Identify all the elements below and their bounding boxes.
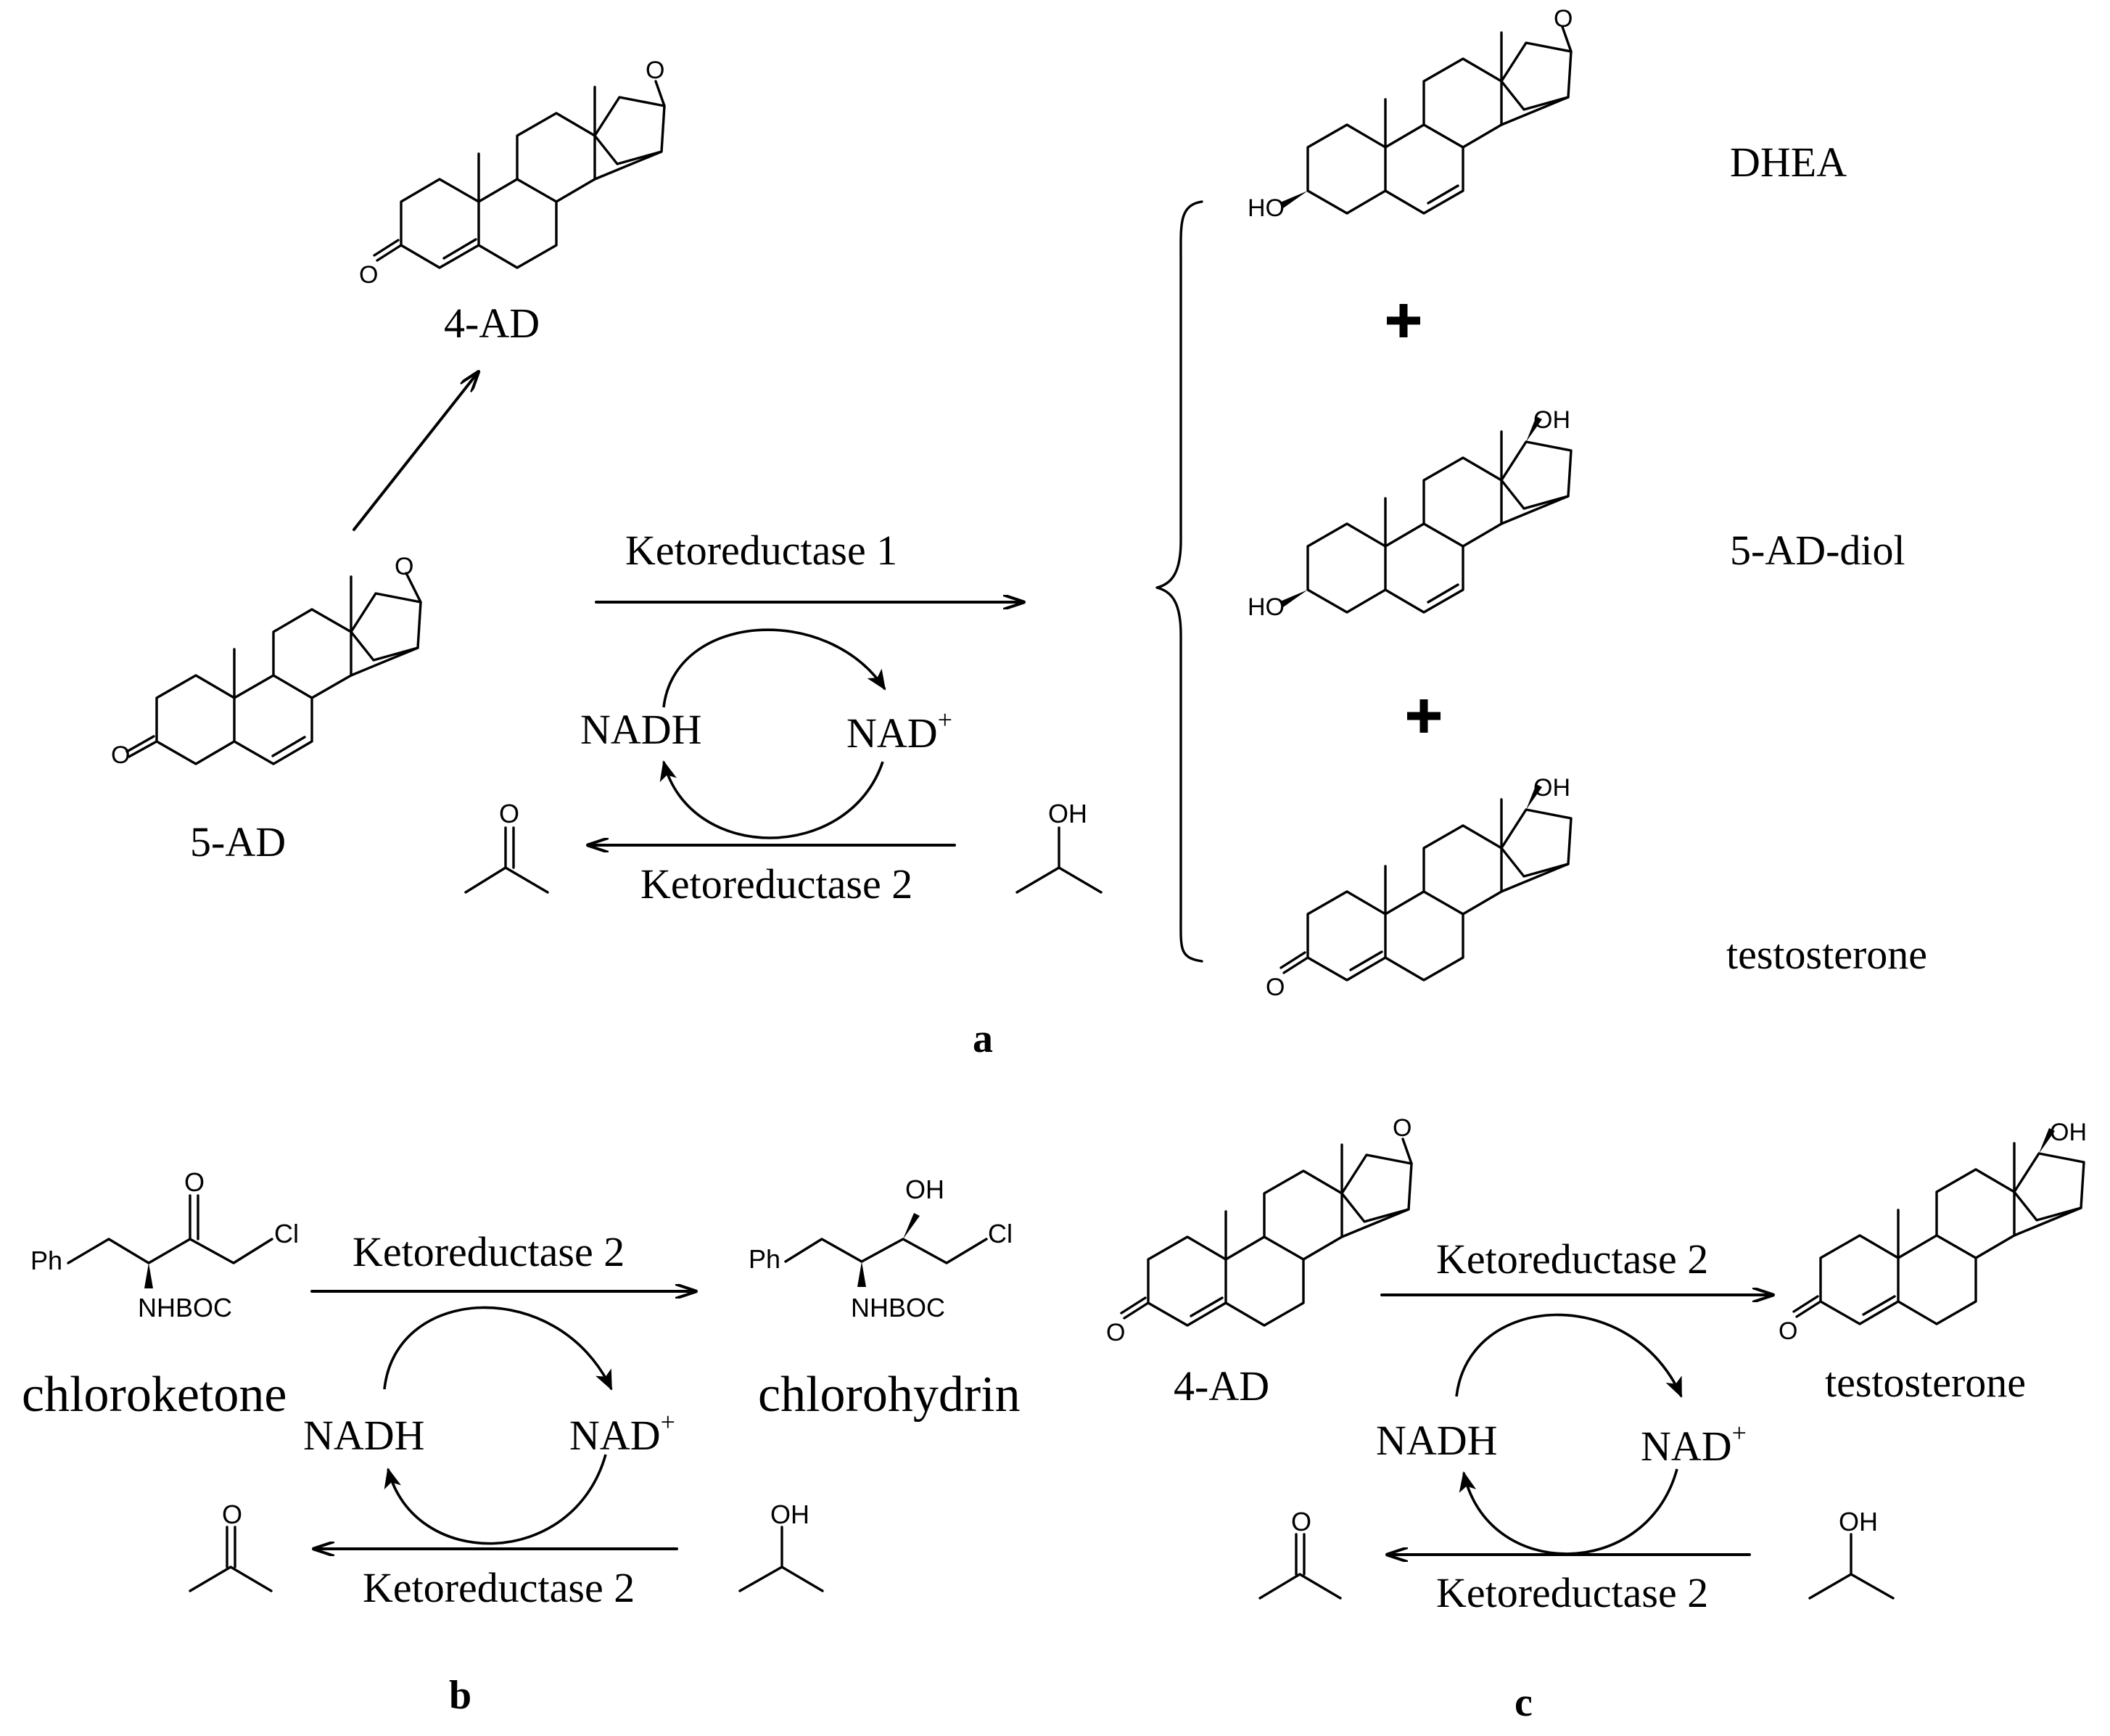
hydroxyl-label: OH bbox=[1839, 1507, 1878, 1537]
structure-4-ad: O O bbox=[359, 57, 666, 289]
cofactor-oxidation-curve bbox=[1455, 1313, 1683, 1398]
structure-dhea: HO O bbox=[1248, 5, 1573, 222]
compound-label-dhea: DHEA bbox=[1730, 139, 1847, 186]
oxygen-label: O bbox=[1106, 1319, 1125, 1346]
compound-label-chloroketone: chloroketone bbox=[22, 1367, 287, 1423]
enzyme-label-ketoreductase-1: Ketoreductase 1 bbox=[625, 527, 897, 574]
structure-isopropanol: OH bbox=[1808, 1507, 1895, 1600]
cofactor-reduction-curve bbox=[1459, 1468, 1678, 1555]
panel-b: Ph O Cl NHBOC chloroketone Ketoreductase… bbox=[22, 1167, 1021, 1718]
panel-label-c: c bbox=[1514, 1680, 1533, 1725]
structure-acetone: O bbox=[464, 799, 549, 894]
compound-label-5-ad-diol: 5-AD-diol bbox=[1730, 527, 1905, 574]
phenyl-label: Ph bbox=[30, 1246, 62, 1275]
hydroxyl-label: OH bbox=[2050, 1119, 2087, 1146]
oxygen-label: O bbox=[222, 1500, 242, 1529]
hydroxyl-label: OH bbox=[1533, 406, 1570, 434]
phenyl-label: Ph bbox=[749, 1244, 780, 1274]
chlorine-label: Cl bbox=[988, 1219, 1013, 1248]
cofactor-nadh: NADH bbox=[580, 706, 702, 753]
compound-label-5-ad: 5-AD bbox=[190, 818, 286, 865]
hydroxyl-label: HO bbox=[1248, 593, 1285, 621]
enzyme-label-ketoreductase-2: Ketoreductase 2 bbox=[640, 860, 912, 908]
compound-label-testosterone: testosterone bbox=[1726, 931, 1927, 978]
compound-label-chlorohydrin: chlorohydrin bbox=[758, 1367, 1021, 1423]
cofactor-nadh: NADH bbox=[1376, 1417, 1498, 1464]
cofactor-nadh: NADH bbox=[303, 1412, 425, 1459]
cofactor-reduction-curve bbox=[384, 1454, 607, 1545]
structure-testosterone: O OH bbox=[1779, 1119, 2087, 1345]
cofactor-oxidation-curve bbox=[383, 1306, 613, 1391]
panel-label-b: b bbox=[449, 1673, 471, 1718]
structure-chlorohydrin: Ph OH Cl NHBOC bbox=[749, 1175, 1013, 1322]
hydroxyl-label: OH bbox=[770, 1500, 809, 1529]
structure-acetone: O bbox=[1258, 1507, 1342, 1600]
cofactor-oxidation-curve bbox=[662, 628, 886, 708]
enzyme-label-ketoreductase-2: Ketoreductase 2 bbox=[363, 1564, 635, 1611]
hydroxyl-label: OH bbox=[905, 1175, 944, 1204]
oxygen-label: O bbox=[1266, 974, 1285, 1001]
hydroxyl-label: HO bbox=[1248, 194, 1285, 222]
oxygen-label: O bbox=[1291, 1507, 1311, 1537]
panel-c: O O 4-AD Ketoreductase 2 NADH NAD+ Ketor… bbox=[1106, 1114, 2087, 1725]
structure-5-ad: O O bbox=[111, 553, 422, 769]
structure-acetone: O bbox=[189, 1500, 273, 1592]
panel-label-a: a bbox=[973, 1016, 993, 1061]
structure-5-ad-diol: HO OH bbox=[1248, 406, 1573, 621]
isomerization-arrow bbox=[353, 371, 479, 531]
structure-isopropanol: OH bbox=[738, 1500, 824, 1592]
compound-label-testosterone: testosterone bbox=[1825, 1359, 2026, 1406]
structure-testosterone: O OH bbox=[1266, 774, 1573, 1001]
boc-amine-label: NHBOC bbox=[138, 1293, 232, 1322]
oxygen-label: O bbox=[1393, 1114, 1412, 1142]
oxygen-label: O bbox=[395, 553, 413, 580]
cofactor-reduction-curve bbox=[659, 760, 884, 839]
chlorine-label: Cl bbox=[274, 1219, 299, 1248]
hydroxyl-label: OH bbox=[1048, 799, 1087, 828]
oxygen-label: O bbox=[1554, 5, 1573, 33]
compound-label-4-ad: 4-AD bbox=[444, 300, 540, 347]
cofactor-nad: NAD+ bbox=[846, 705, 952, 757]
enzyme-label-ketoreductase-2: Ketoreductase 2 bbox=[1436, 1569, 1708, 1616]
hydroxyl-label: OH bbox=[1533, 774, 1570, 802]
boc-amine-label: NHBOC bbox=[851, 1293, 945, 1322]
structure-chloroketone: Ph O Cl NHBOC bbox=[30, 1167, 299, 1322]
oxygen-label: O bbox=[111, 741, 130, 769]
oxygen-label: O bbox=[359, 261, 378, 289]
structure-4-ad: O O bbox=[1106, 1114, 1413, 1346]
cofactor-nad: NAD+ bbox=[1641, 1418, 1747, 1470]
oxygen-label: O bbox=[1779, 1317, 1797, 1345]
oxygen-label: O bbox=[646, 57, 664, 84]
product-mixture-brace bbox=[1155, 200, 1203, 963]
enzyme-label-ketoreductase-2: Ketoreductase 2 bbox=[1436, 1235, 1708, 1283]
structure-isopropanol: OH bbox=[1015, 799, 1103, 894]
oxygen-label: O bbox=[499, 799, 519, 828]
cofactor-nad: NAD+ bbox=[569, 1407, 675, 1459]
compound-label-4-ad: 4-AD bbox=[1174, 1362, 1269, 1410]
panel-a: O O 5-AD O O 4-AD Ketoreductase 1 bbox=[111, 5, 1927, 1061]
oxygen-label: O bbox=[184, 1167, 205, 1197]
enzyme-label-ketoreductase-2: Ketoreductase 2 bbox=[353, 1228, 625, 1275]
